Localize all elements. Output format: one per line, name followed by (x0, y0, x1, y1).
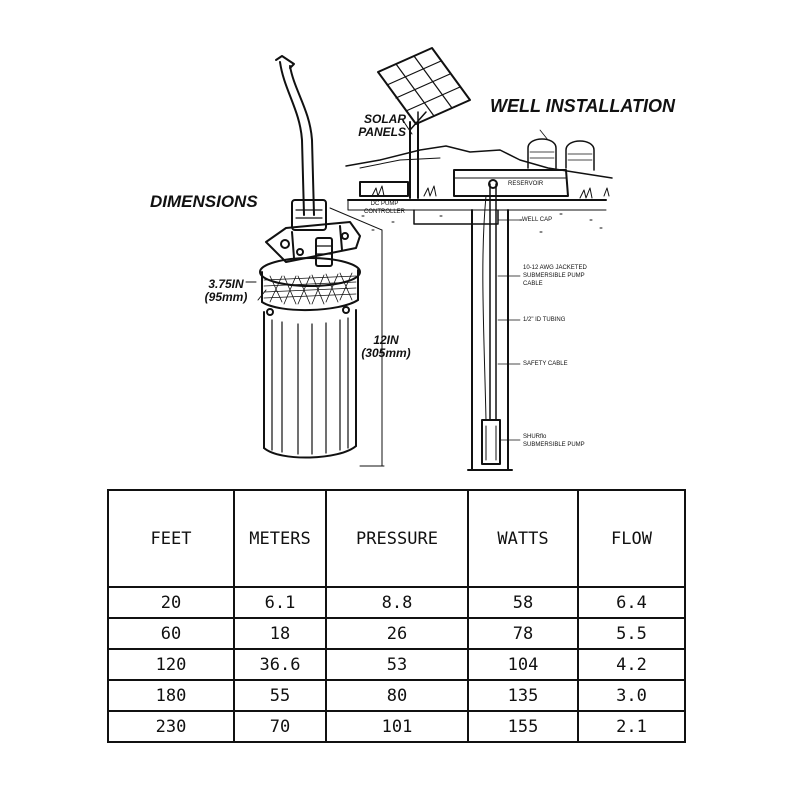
controller-line1: DC PUMP (370, 201, 399, 207)
cell-pressure: 80 (325, 679, 469, 712)
cell-flow: 6.4 (577, 586, 686, 619)
height-label: 12IN (305mm) (350, 334, 422, 360)
controller-line2: CONTROLLER (364, 209, 406, 215)
well-installation-illustration (345, 47, 613, 471)
cell-watts: 155 (467, 710, 579, 743)
table-header-row: FEET METERS PRESSURE WATTS FLOW (107, 489, 686, 588)
solar-panels-label: SOLAR PANELS (342, 113, 406, 139)
cell-watts: 78 (467, 617, 579, 650)
cell-meters: 55 (233, 679, 327, 712)
cell-meters: 18 (233, 617, 327, 650)
cell-flow: 4.2 (577, 648, 686, 681)
cell-pressure: 53 (325, 648, 469, 681)
header-meters: METERS (233, 489, 327, 588)
diameter-inches: 3.75IN (208, 277, 244, 291)
table-row: 20 6.1 8.8 58 6.4 (107, 586, 686, 619)
pump-cable-label: 10-12 AWG JACKETED SUBMERSIBLE PUMP CABL… (523, 264, 587, 288)
cell-meters: 36.6 (233, 648, 327, 681)
pump-illustration (245, 55, 385, 467)
pump-cable-line3: CABLE (523, 281, 543, 287)
diameter-millimeters: (95mm) (204, 290, 248, 304)
height-inches: 12IN (373, 333, 399, 347)
cell-feet: 60 (107, 617, 235, 650)
cell-feet: 120 (107, 648, 235, 681)
reservoir-label: RESERVOIR (508, 181, 544, 187)
cell-feet: 180 (107, 679, 235, 712)
height-millimeters: (305mm) (361, 346, 411, 360)
table-row: 230 70 101 155 2.1 (107, 710, 686, 743)
solar-panels-line2: PANELS (358, 125, 406, 139)
submersible-pump-label: SHURflo SUBMERSIBLE PUMP (523, 433, 585, 449)
table-row: 120 36.6 53 104 4.2 (107, 648, 686, 681)
cell-flow: 3.0 (577, 679, 686, 712)
cell-flow: 5.5 (577, 617, 686, 650)
submersible-pump-line1: SHURflo (523, 434, 547, 440)
diameter-label: 3.75IN (95mm) (194, 278, 258, 304)
cell-pressure: 26 (325, 617, 469, 650)
well-cap-label: WELL CAP (522, 217, 553, 223)
table-row: 60 18 26 78 5.5 (107, 617, 686, 650)
header-feet: FEET (107, 489, 235, 588)
cell-pressure: 101 (325, 710, 469, 743)
cell-pressure: 8.8 (325, 586, 469, 619)
header-watts: WATTS (467, 489, 579, 588)
cell-watts: 58 (467, 586, 579, 619)
header-pressure: PRESSURE (325, 489, 469, 588)
solar-panels-line1: SOLAR (364, 112, 406, 126)
cell-watts: 135 (467, 679, 579, 712)
cell-feet: 230 (107, 710, 235, 743)
header-flow: FLOW (577, 489, 686, 588)
cell-meters: 70 (233, 710, 327, 743)
safety-cable-label: SAFETY CABLE (523, 361, 568, 367)
submersible-pump-line2: SUBMERSIBLE PUMP (523, 442, 585, 448)
cell-watts: 104 (467, 648, 579, 681)
cell-meters: 6.1 (233, 586, 327, 619)
pump-cable-line2: SUBMERSIBLE PUMP (523, 273, 585, 279)
pump-cable-line1: 10-12 AWG JACKETED (523, 265, 587, 271)
cell-feet: 20 (107, 586, 235, 619)
well-installation-title: WELL INSTALLATION (490, 96, 675, 116)
table-row: 180 55 80 135 3.0 (107, 679, 686, 712)
tubing-label: 1/2" ID TUBING (523, 317, 566, 323)
controller-label: DC PUMP CONTROLLER (364, 200, 405, 216)
performance-table: FEET METERS PRESSURE WATTS FLOW 20 6.1 8… (107, 489, 686, 743)
dimensions-title: DIMENSIONS (150, 192, 258, 211)
cell-flow: 2.1 (577, 710, 686, 743)
